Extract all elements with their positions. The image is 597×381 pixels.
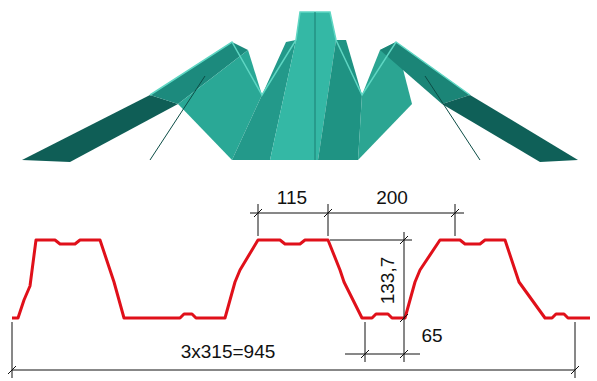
dimension-label: 3x315=945 bbox=[179, 342, 278, 361]
dimension-lines bbox=[8, 204, 579, 378]
dimension-label: 65 bbox=[419, 326, 444, 345]
sheet-rib bbox=[425, 76, 480, 160]
sheet-face bbox=[442, 95, 578, 162]
sheet-rib bbox=[150, 76, 205, 160]
sheet-face bbox=[380, 42, 470, 104]
sheet-face bbox=[22, 95, 178, 162]
sheet-rib bbox=[315, 12, 316, 160]
dimension-label: 115 bbox=[275, 188, 309, 207]
sheet-face bbox=[318, 40, 362, 160]
dimension-label: 133,7 bbox=[378, 254, 397, 306]
sheet-profile bbox=[12, 240, 590, 318]
sheet-edge bbox=[150, 12, 470, 95]
dimension-label: 200 bbox=[374, 188, 410, 207]
sheet-render bbox=[22, 12, 578, 162]
